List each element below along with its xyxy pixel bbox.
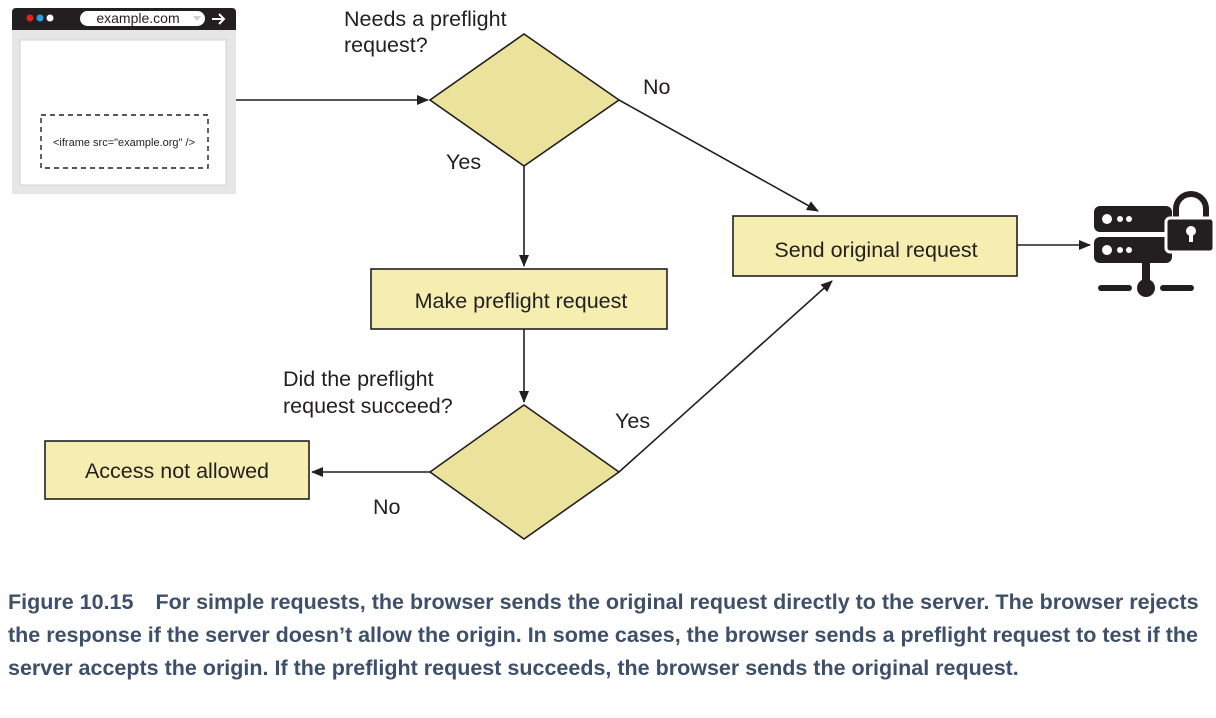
make-preflight-request-label: Make preflight request bbox=[415, 289, 628, 313]
edge-yes-to-send-original bbox=[618, 280, 833, 473]
send-original-request-box bbox=[732, 215, 1018, 277]
edge-label-no-top: No bbox=[643, 75, 671, 99]
window-minimize-dot bbox=[36, 14, 44, 22]
window-maximize-dot bbox=[46, 14, 54, 22]
decision-preflight-succeeded bbox=[428, 404, 621, 540]
decision-preflight-needed-question-line1: Needs a preflight bbox=[344, 7, 507, 31]
edge-label-yes-top: Yes bbox=[446, 150, 481, 174]
address-bar[interactable] bbox=[80, 11, 205, 26]
edge-no-to-send-original bbox=[618, 99, 819, 212]
decision-preflight-succeeded-question-line1: Did the preflight bbox=[283, 367, 434, 391]
forward-arrow-icon[interactable] bbox=[212, 13, 226, 25]
flow-diagram: example.com <iframe src="example.org" />… bbox=[12, 7, 1216, 540]
iframe-frame bbox=[40, 114, 209, 169]
browser-window-icon: example.com <iframe src="example.org" /> bbox=[12, 8, 236, 194]
access-not-allowed-box bbox=[44, 440, 310, 500]
decision-preflight-succeeded-question-line2: request succeed? bbox=[283, 394, 453, 418]
edge-label-no-bottom: No bbox=[373, 495, 401, 519]
iframe-label: <iframe src="example.org" /> bbox=[53, 137, 195, 149]
figure-caption-text: For simple requests, the browser sends t… bbox=[8, 590, 1199, 680]
server-lock-icon bbox=[1094, 191, 1216, 297]
decision-preflight-needed-question-line2: request? bbox=[344, 33, 428, 57]
window-close-dot bbox=[26, 14, 34, 22]
figure-number: Figure 10.15 bbox=[8, 590, 134, 614]
send-original-request-label: Send original request bbox=[774, 238, 977, 262]
make-preflight-request-box bbox=[370, 268, 668, 330]
decision-preflight-needed bbox=[428, 33, 621, 167]
edge-label-yes-bottom: Yes bbox=[615, 409, 650, 433]
address-dropdown-icon bbox=[193, 16, 201, 21]
address-bar-url: example.com bbox=[96, 10, 179, 26]
access-not-allowed-label: Access not allowed bbox=[85, 459, 269, 483]
